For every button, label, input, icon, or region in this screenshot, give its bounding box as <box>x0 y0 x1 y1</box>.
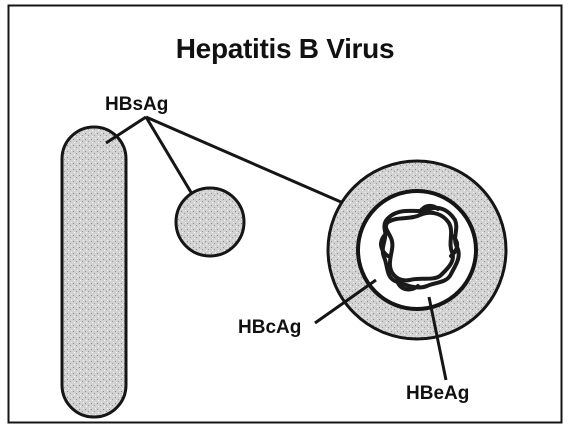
spherical-particle <box>176 188 244 256</box>
diagram-title: Hepatitis B Virus <box>0 33 570 65</box>
hbcag-label: HBcAg <box>238 317 301 339</box>
hbeag-label: HBeAg <box>406 383 469 405</box>
filamentous-particle <box>62 127 126 417</box>
hbsag-label: HBsAg <box>105 94 168 116</box>
